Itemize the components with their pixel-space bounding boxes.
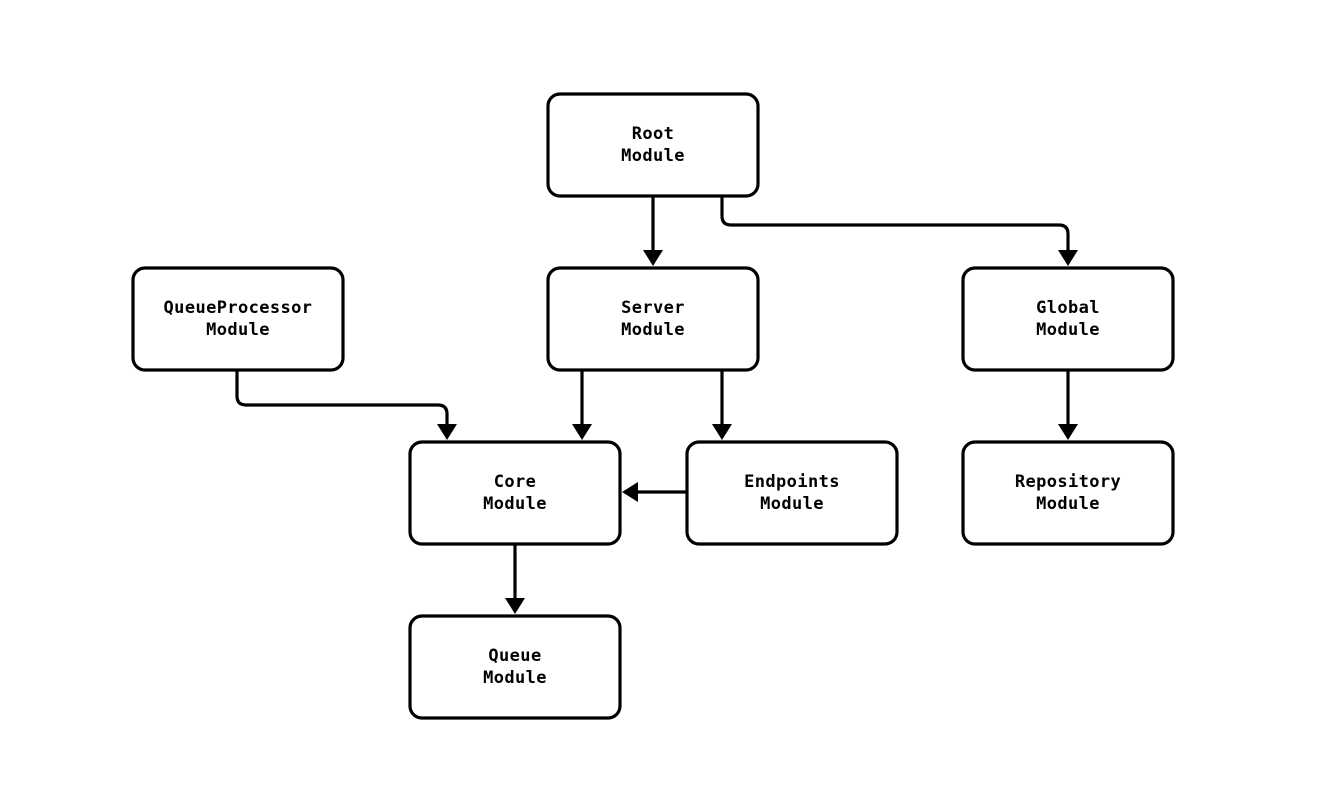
edge-global-to-repository [1058, 370, 1078, 440]
node-label-line2: Module [483, 668, 547, 688]
edge-core-to-queue [505, 544, 525, 614]
arrowhead-down-icon [712, 424, 732, 440]
node-box[interactable] [961, 440, 1175, 546]
node-label-line2: Module [621, 320, 685, 340]
node-label-line2: Module [1036, 494, 1100, 514]
node-label-line1: Global [1036, 298, 1100, 318]
edge-endpoints-to-core [622, 482, 687, 502]
node-label-line2: Module [483, 494, 547, 514]
node-label-line1: Endpoints [744, 472, 840, 492]
node-label-line1: Repository [1015, 472, 1121, 492]
node-label-line2: Module [621, 146, 685, 166]
nodes-layer: RootModuleQueueProcessorModuleServerModu… [131, 92, 1175, 720]
node-label-line1: Server [621, 298, 685, 318]
node-label-line1: Root [632, 124, 675, 144]
node-box[interactable] [131, 266, 345, 372]
node-label-line2: Module [760, 494, 824, 514]
edge-line [235, 370, 449, 426]
node-box[interactable] [408, 440, 622, 546]
edge-line [720, 196, 1070, 252]
edge-queueprocessor-to-core [235, 370, 457, 440]
arrowhead-down-icon [1058, 250, 1078, 266]
arrowhead-down-icon [1058, 424, 1078, 440]
node-label-line2: Module [206, 320, 270, 340]
arrowhead-down-icon [505, 598, 525, 614]
edge-server-to-endpoints [712, 370, 732, 440]
node-label-line1: Queue [488, 646, 541, 666]
node-box[interactable] [961, 266, 1175, 372]
arrowhead-down-icon [643, 250, 663, 266]
arrowhead-down-icon [572, 424, 592, 440]
node-label-line2: Module [1036, 320, 1100, 340]
edges-layer [235, 196, 1078, 614]
edge-server-to-core [572, 370, 592, 440]
node-label-line1: Core [494, 472, 537, 492]
edge-root-to-global [720, 196, 1078, 266]
edge-root-to-server [643, 196, 663, 266]
node-label-line1: QueueProcessor [164, 298, 313, 318]
node-box[interactable] [408, 614, 622, 720]
arrowhead-left-icon [622, 482, 638, 502]
node-box[interactable] [546, 92, 760, 198]
node-box[interactable] [685, 440, 899, 546]
arrowhead-down-icon [437, 424, 457, 440]
node-box[interactable] [546, 266, 760, 372]
